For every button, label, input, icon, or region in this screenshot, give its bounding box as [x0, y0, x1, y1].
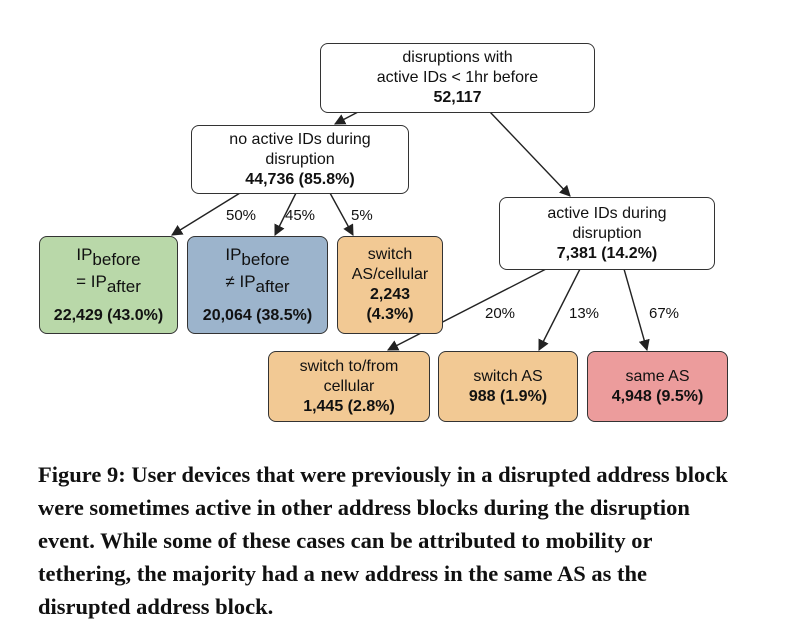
- node-no-active-line1: no active IDs during: [229, 130, 371, 148]
- node-ip-same-count: 22,429 (43.0%): [53, 307, 164, 324]
- node-switch-as-cellular-count: 2,243: [369, 286, 411, 303]
- edge-no-active-to-switch-as-cell: [329, 192, 354, 236]
- ip-diff-neq: ≠ IP: [225, 272, 256, 291]
- node-active-line2: disruption: [572, 224, 642, 242]
- edge-label-switch-cellular: 20%: [485, 305, 516, 322]
- node-ip-same: IPbefore = IPafter 22,429 (43.0%): [39, 236, 178, 334]
- edge-label-ip-same: 50%: [226, 207, 257, 224]
- node-switch-as-cellular-pct: (4.3%): [366, 306, 414, 323]
- node-same-as-count: 4,948 (9.5%): [611, 387, 704, 405]
- ip-same-line1: IPbefore: [76, 244, 140, 271]
- edge-root-to-no-active: [334, 111, 359, 125]
- ip-same-line2: = IPafter: [76, 271, 141, 298]
- node-active-line1: active IDs during: [547, 204, 667, 222]
- edge-active-to-switch-as: [538, 268, 581, 351]
- edge-label-switch-as: 13%: [569, 305, 600, 322]
- node-active-count: 7,381 (14.2%): [556, 244, 658, 262]
- node-root-count: 52,117: [433, 89, 482, 106]
- node-same-as-line1: same AS: [625, 367, 690, 385]
- node-switch-as-count: 988 (1.9%): [468, 387, 548, 405]
- edge-no-active-to-ip-same: [171, 192, 241, 236]
- node-ip-diff-count: 20,064 (38.5%): [202, 307, 313, 324]
- node-root-line1: disruptions with: [402, 49, 513, 66]
- node-root: disruptions with active IDs < 1hr before…: [320, 43, 595, 113]
- ip-same-eq: = IP: [76, 272, 107, 291]
- node-switch-as-cellular-line2: AS/cellular: [351, 266, 429, 283]
- node-ip-diff: IPbefore ≠ IPafter 20,064 (38.5%): [187, 236, 328, 334]
- ip-diff-sub-before: before: [241, 250, 290, 269]
- node-switch-cellular-line1: switch to/from: [299, 357, 399, 375]
- ip-same-sub-before: before: [92, 250, 141, 269]
- node-switch-as-line1: switch AS: [473, 367, 543, 385]
- ip-diff-ip: IP: [225, 245, 242, 264]
- ip-same-sub-after: after: [106, 277, 141, 296]
- ip-diff-line1: IPbefore: [225, 244, 289, 271]
- edge-no-active-to-ip-diff: [274, 192, 297, 237]
- node-no-active: no active IDs during disruption 44,736 (…: [191, 125, 409, 194]
- ip-diff-sub-after: after: [255, 277, 290, 296]
- edge-active-to-switch-cell: [387, 268, 547, 351]
- node-root-line2: active IDs < 1hr before: [376, 69, 539, 86]
- ip-same-ip: IP: [76, 245, 93, 264]
- node-no-active-line2: disruption: [265, 150, 335, 168]
- edge-root-to-active: [489, 111, 571, 197]
- figure-caption: Figure 9: User devices that were previou…: [38, 462, 728, 619]
- node-switch-as: switch AS 988 (1.9%): [438, 351, 578, 422]
- node-switch-as-cellular: switch AS/cellular 2,243 (4.3%): [337, 236, 443, 334]
- node-switch-cellular-count: 1,445 (2.8%): [303, 397, 395, 415]
- edge-label-same-as: 67%: [649, 305, 680, 322]
- edge-active-to-same-as: [623, 268, 650, 352]
- node-switch-cellular-line2: cellular: [323, 377, 375, 395]
- node-no-active-count: 44,736 (85.8%): [245, 170, 355, 188]
- node-switch-cellular: switch to/from cellular 1,445 (2.8%): [268, 351, 430, 422]
- node-active: active IDs during disruption 7,381 (14.2…: [499, 197, 715, 270]
- ip-diff-line2: ≠ IPafter: [225, 271, 289, 298]
- edge-label-switch-as-cellular: 5%: [351, 207, 373, 224]
- node-same-as: same AS 4,948 (9.5%): [587, 351, 728, 422]
- node-switch-as-cellular-line1: switch: [367, 246, 413, 263]
- edge-label-ip-diff: 45%: [285, 207, 316, 224]
